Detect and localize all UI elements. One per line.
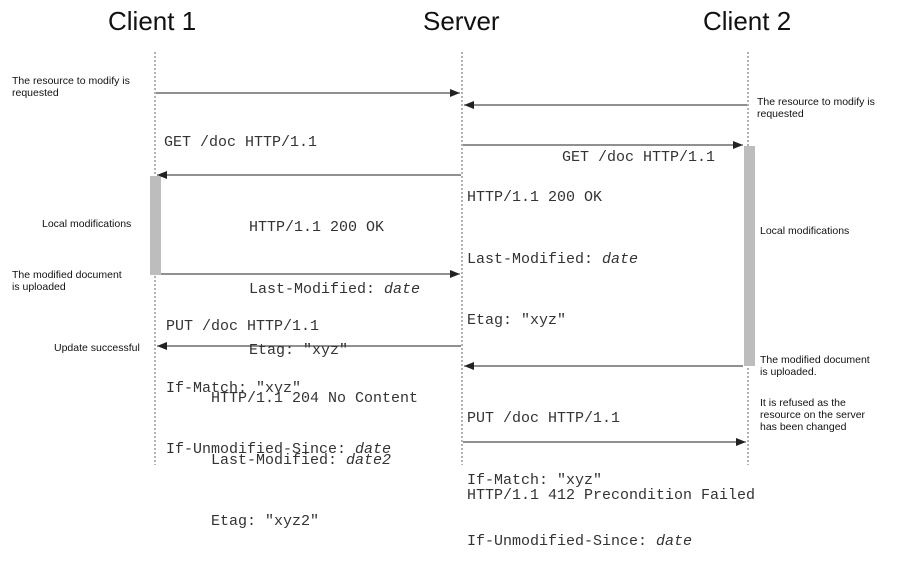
header-value: date <box>656 533 693 550</box>
actor-client-2: Client 2 <box>703 6 792 36</box>
message-server-200-to-c1: HTTP/1.1 200 OK Last-Modified: date Etag… <box>249 177 420 382</box>
actor-client-1: Client 1 <box>108 6 197 36</box>
message-c1-put: PUT /doc HTTP/1.1 If-Match: "xyz" If-Unm… <box>166 276 391 481</box>
header-name: Last-Modified: <box>211 451 347 469</box>
message-c2-get: GET /doc HTTP/1.1 <box>562 107 715 189</box>
message-line: GET /doc HTTP/1.1 <box>164 134 318 151</box>
sequence-diagram-canvas <box>150 52 755 465</box>
header-value: date <box>602 250 639 268</box>
note-line: has been changed <box>760 421 847 433</box>
message-server-412-to-c2: HTTP/1.1 412 Precondition Failed <box>467 445 755 527</box>
message-line: HTTP/1.1 200 OK <box>467 189 603 206</box>
header-value: date <box>384 280 421 298</box>
note-client1-local-modifications: Local modifications <box>42 218 132 230</box>
client2-local-modifications-bar <box>744 146 755 366</box>
note-line: The resource to modify is <box>12 75 130 87</box>
note-client2-uploaded: The modified document is uploaded. <box>760 354 870 378</box>
note-line: The resource to modify is <box>757 96 875 108</box>
note-line: requested <box>757 108 804 120</box>
message-line: Last-Modified: date <box>249 280 420 301</box>
note-client1-request: The resource to modify is requested <box>12 75 130 99</box>
note-line: The modified document <box>760 354 870 366</box>
message-c1-get: GET /doc HTTP/1.1 <box>164 92 317 174</box>
message-line: If-Unmodified-Since: date <box>166 440 391 461</box>
actor-server: Server <box>423 6 500 36</box>
message-server-204-to-c1: HTTP/1.1 204 No Content Last-Modified: d… <box>211 348 418 553</box>
note-client1-update-successful: Update successful <box>54 342 140 354</box>
client1-local-modifications-bar <box>150 176 161 275</box>
note-line: It is refused as the <box>760 397 846 409</box>
message-server-200-to-c2: HTTP/1.1 200 OK Last-Modified: date Etag… <box>467 147 638 352</box>
message-line: PUT /doc HTTP/1.1 <box>467 410 621 427</box>
message-line: GET /doc HTTP/1.1 <box>562 149 716 166</box>
message-line: HTTP/1.1 200 OK <box>249 219 385 236</box>
note-client2-refused: It is refused as the resource on the ser… <box>760 397 865 433</box>
header-value: date2 <box>346 451 392 469</box>
message-line: If-Unmodified-Since: date <box>467 532 692 553</box>
header-value: date <box>355 441 392 458</box>
message-line: Last-Modified: date2 <box>211 451 418 472</box>
note-line: is uploaded. <box>760 366 817 378</box>
message-line: If-Match: "xyz" <box>166 379 302 397</box>
header-name: Last-Modified: <box>249 280 385 298</box>
header-name: If-Unmodified-Since: <box>166 441 356 458</box>
note-line: resource on the server <box>760 409 866 421</box>
note-line: The modified document <box>12 269 122 281</box>
note-client2-request: The resource to modify is requested <box>757 96 875 120</box>
message-line: PUT /doc HTTP/1.1 <box>166 318 320 335</box>
note-client1-uploaded: The modified document is uploaded <box>12 269 122 293</box>
header-name: If-Unmodified-Since: <box>467 533 657 550</box>
message-line: Etag: "xyz" <box>467 312 567 329</box>
message-line: Etag: "xyz" <box>249 342 349 359</box>
message-line: HTTP/1.1 204 No Content <box>211 390 419 407</box>
note-client2-local-modifications: Local modifications <box>760 225 850 237</box>
message-line: HTTP/1.1 412 Precondition Failed <box>467 487 756 504</box>
message-line: Etag: "xyz2" <box>211 513 320 530</box>
header-name: Last-Modified: <box>467 250 603 268</box>
note-line: requested <box>12 87 59 99</box>
message-line: Last-Modified: date <box>467 250 638 271</box>
note-line: is uploaded <box>12 281 66 293</box>
